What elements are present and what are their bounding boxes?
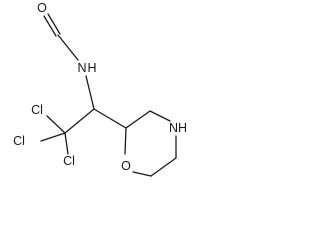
atom-label-ring-oxygen: O	[121, 159, 131, 173]
bonds	[40, 13, 177, 177]
structure-diagram: O H N Cl Cl Cl NH O	[13, 1, 187, 177]
bond-formyl-co-b	[43, 15, 57, 37]
bond-ring-o-c2	[124, 127, 127, 155]
atom-labels: O H N Cl Cl Cl NH O	[13, 1, 187, 173]
bond-ch-ring	[93, 108, 127, 129]
atom-label-ring-nitrogen: NH	[169, 121, 187, 135]
bond-ring-c6-o	[132, 171, 152, 177]
atom-label-amide-hydrogen: H	[87, 61, 96, 75]
bond-ch-ccl3	[64, 108, 95, 134]
atom-label-formyl-oxygen: O	[37, 1, 47, 15]
bond-formyl-cn	[57, 34, 79, 61]
atom-label-chlorine-top: Cl	[31, 103, 43, 117]
bond-formyl-co-a	[47, 13, 61, 35]
atom-label-chlorine-bottom: Cl	[63, 154, 75, 168]
bond-c-cl-bottom	[64, 132, 69, 155]
bond-c-cl-left	[40, 132, 66, 142]
bond-ring-c5-c6	[150, 157, 177, 177]
atom-label-chlorine-left: Cl	[13, 134, 25, 148]
bond-ring-c3-n	[149, 110, 171, 122]
bond-ring-c2-c3	[125, 110, 151, 129]
atom-label-amide-nitrogen: N	[77, 61, 86, 75]
bond-c-cl-top	[46, 115, 66, 134]
bond-n-ch	[85, 75, 95, 110]
